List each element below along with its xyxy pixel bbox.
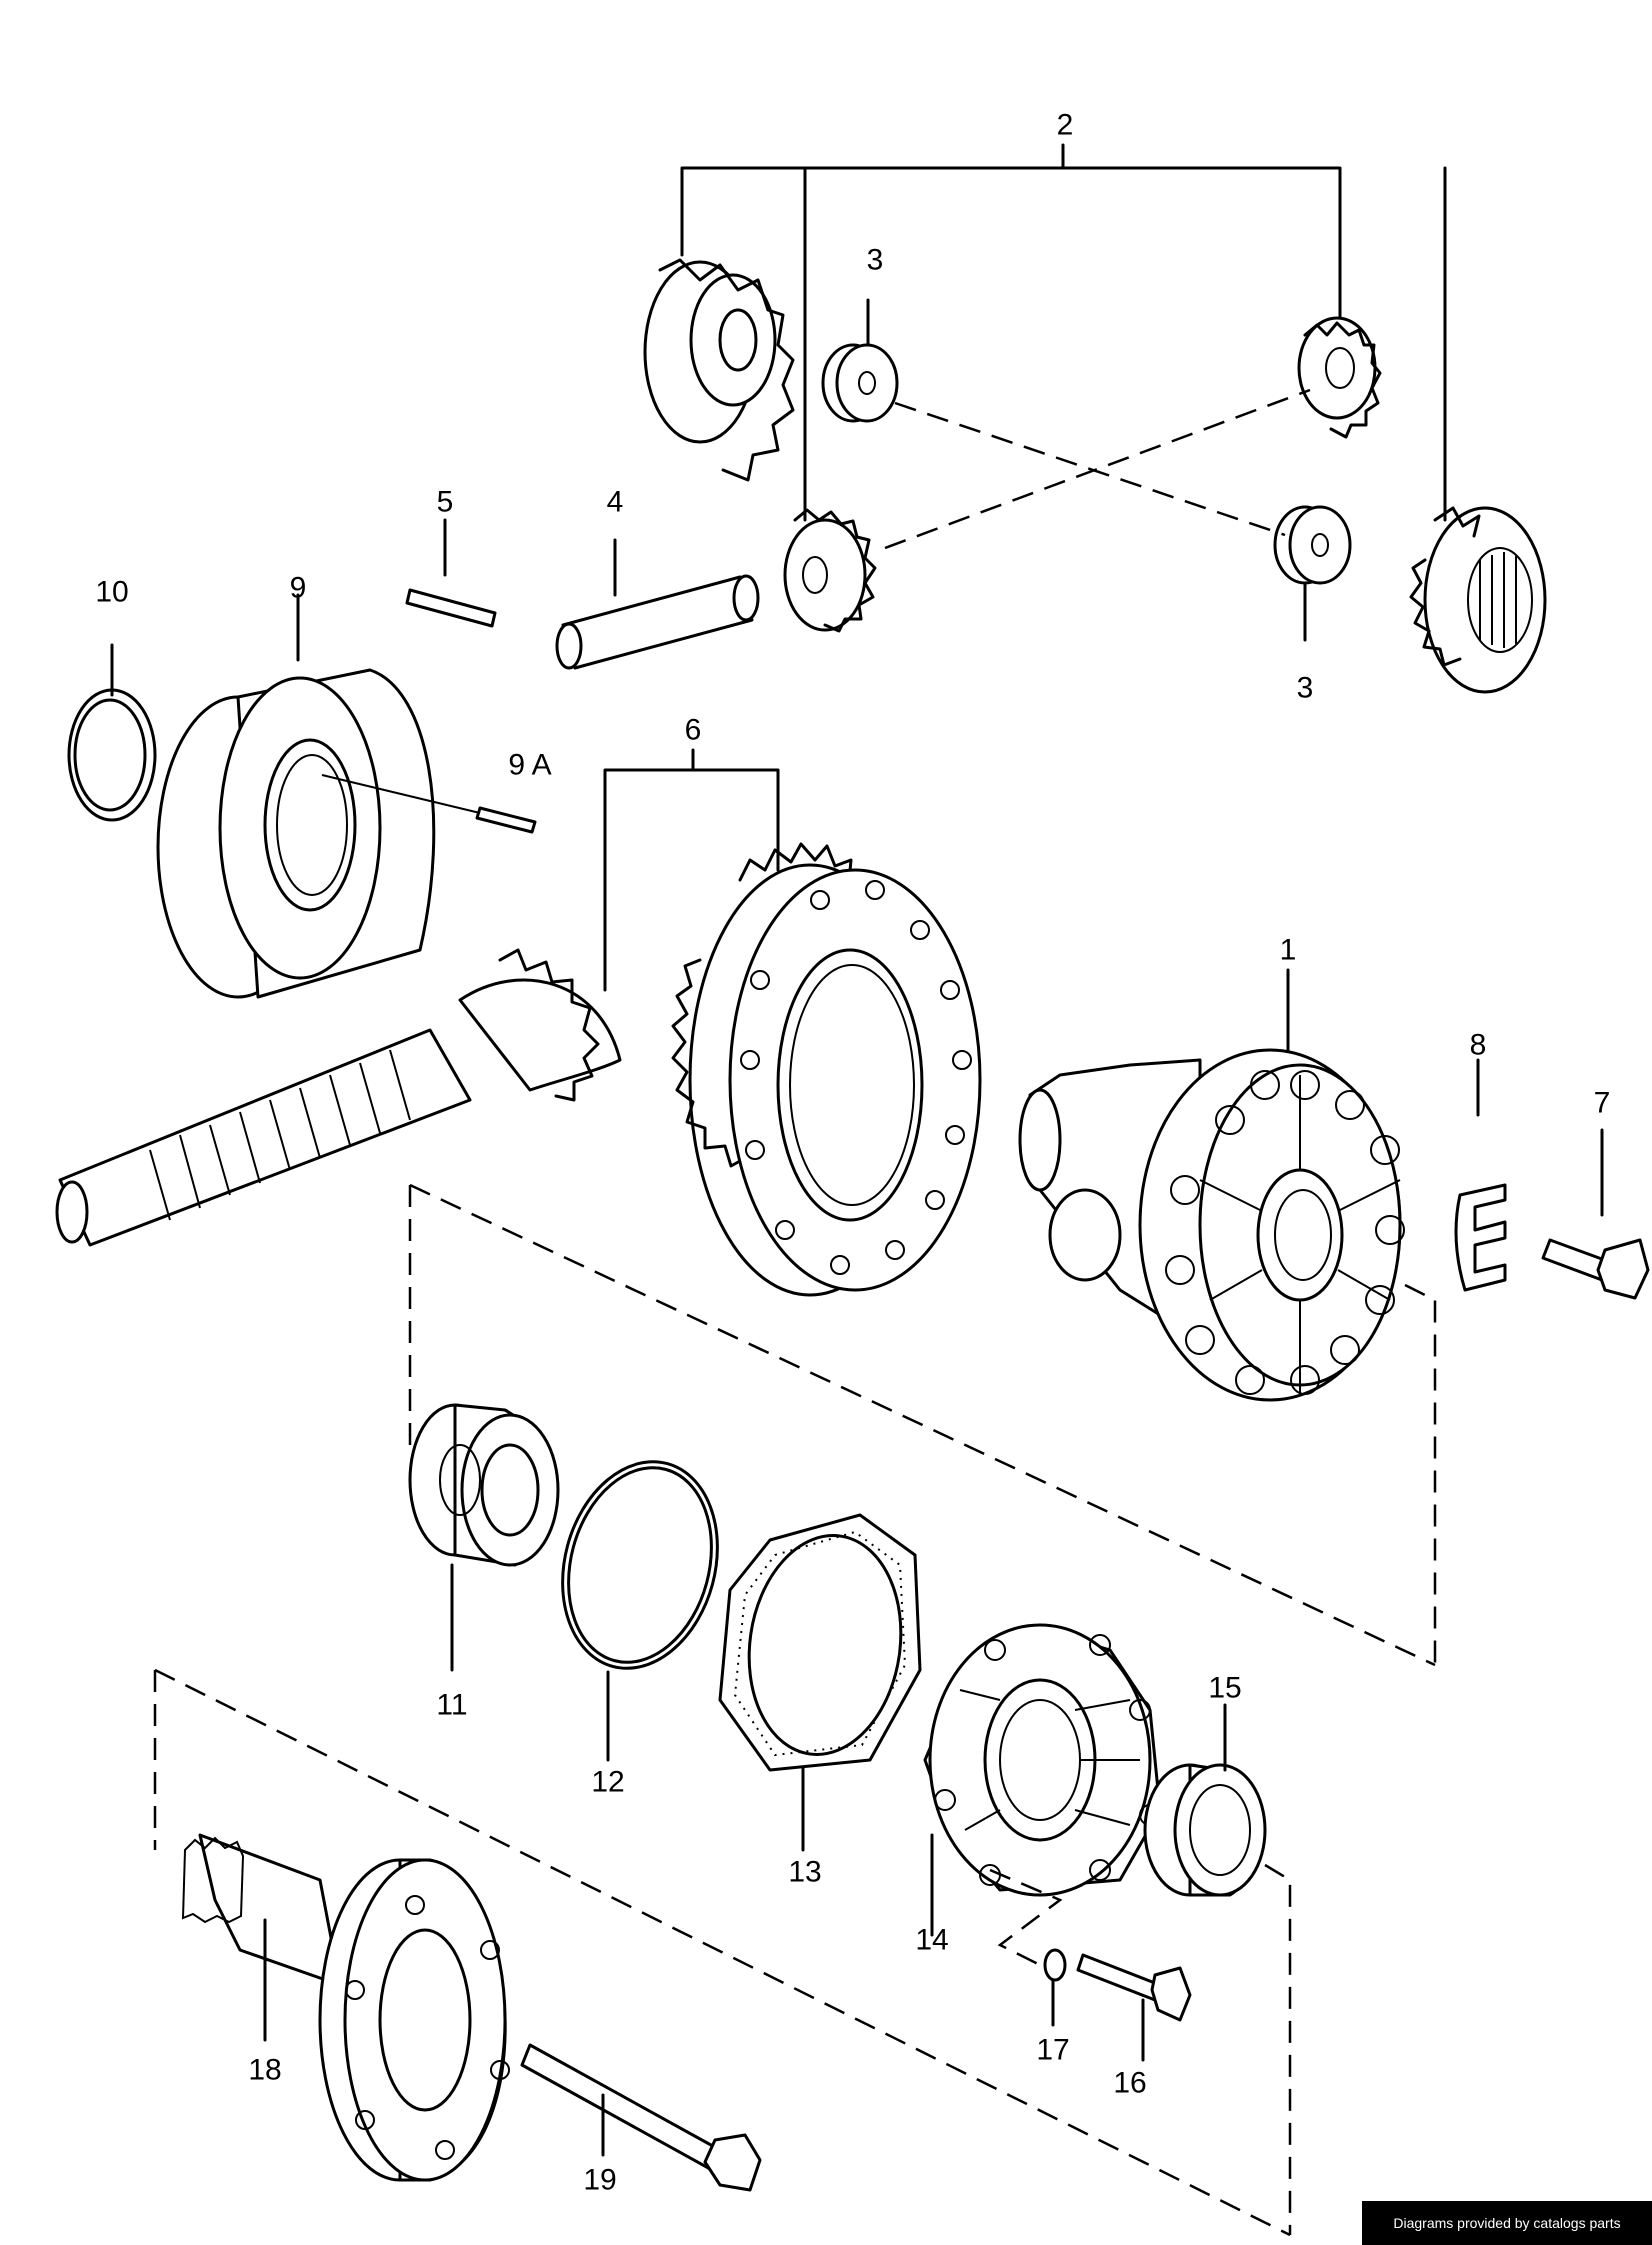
o-ring-12 <box>561 1460 719 1762</box>
footer-credit-text: Diagrams provided by catalogs parts <box>1393 2215 1621 2231</box>
bolt-19 <box>520 2043 762 2192</box>
label-17: 17 <box>1036 2034 1069 2067</box>
label-19: 19 <box>583 2164 616 2197</box>
label-4: 4 <box>607 486 624 519</box>
label-15: 15 <box>1208 1672 1241 1705</box>
thrust-washer-lower <box>1273 505 1352 642</box>
bracket-6 <box>603 748 780 992</box>
gasket-13 <box>718 1513 922 1852</box>
label-9: 9 <box>290 572 307 605</box>
label-9a: 9 A <box>508 749 551 782</box>
ring-gear-6 <box>671 842 982 1297</box>
label-3-upper: 3 <box>867 244 884 277</box>
label-13: 13 <box>788 1856 821 1889</box>
bearing-11 <box>408 1403 560 1672</box>
bolt-16 <box>1076 1953 1192 2062</box>
label-1: 1 <box>1280 934 1297 967</box>
label-8: 8 <box>1470 1029 1487 1062</box>
label-2: 2 <box>1057 109 1074 142</box>
label-12: 12 <box>591 1766 624 1799</box>
label-3-lower: 3 <box>1297 672 1314 705</box>
shaft-4 <box>555 538 760 670</box>
label-16: 16 <box>1113 2067 1146 2100</box>
thrust-washer-upper <box>821 298 899 423</box>
label-5: 5 <box>437 486 454 519</box>
bracket-2 <box>680 143 1447 522</box>
footer-credit-badge: Diagrams provided by catalogs parts <box>1362 2201 1652 2245</box>
bearing-cover-9 <box>156 593 436 999</box>
label-14: 14 <box>915 1924 948 1957</box>
drive-flange-18 <box>181 1833 510 2182</box>
pin-5 <box>405 518 497 628</box>
label-10: 10 <box>95 576 128 609</box>
callout-labels: 1 2 3 3 4 5 6 7 8 9 9 A 10 11 12 13 14 1… <box>95 109 1610 2197</box>
pinion-gear-lower <box>783 508 877 633</box>
side-gear-lower <box>1409 506 1547 694</box>
side-gear-upper <box>643 258 795 482</box>
differential-housing-1 <box>1018 968 1405 1402</box>
label-11: 11 <box>436 1689 467 1722</box>
pinion-shaft <box>55 948 622 1247</box>
pinion-gear-upper <box>1297 316 1382 439</box>
pin-9a <box>321 774 537 834</box>
washer-17 <box>1043 1948 1067 2027</box>
label-7: 7 <box>1594 1087 1611 1120</box>
cover-14 <box>923 1623 1162 1937</box>
label-18: 18 <box>248 2054 281 2087</box>
circlip-10 <box>67 643 157 822</box>
label-6: 6 <box>685 714 702 747</box>
bolt-7 <box>1541 1128 1650 1300</box>
seal-15 <box>1143 1703 1267 1897</box>
lock-plate-8 <box>1454 1058 1507 1292</box>
